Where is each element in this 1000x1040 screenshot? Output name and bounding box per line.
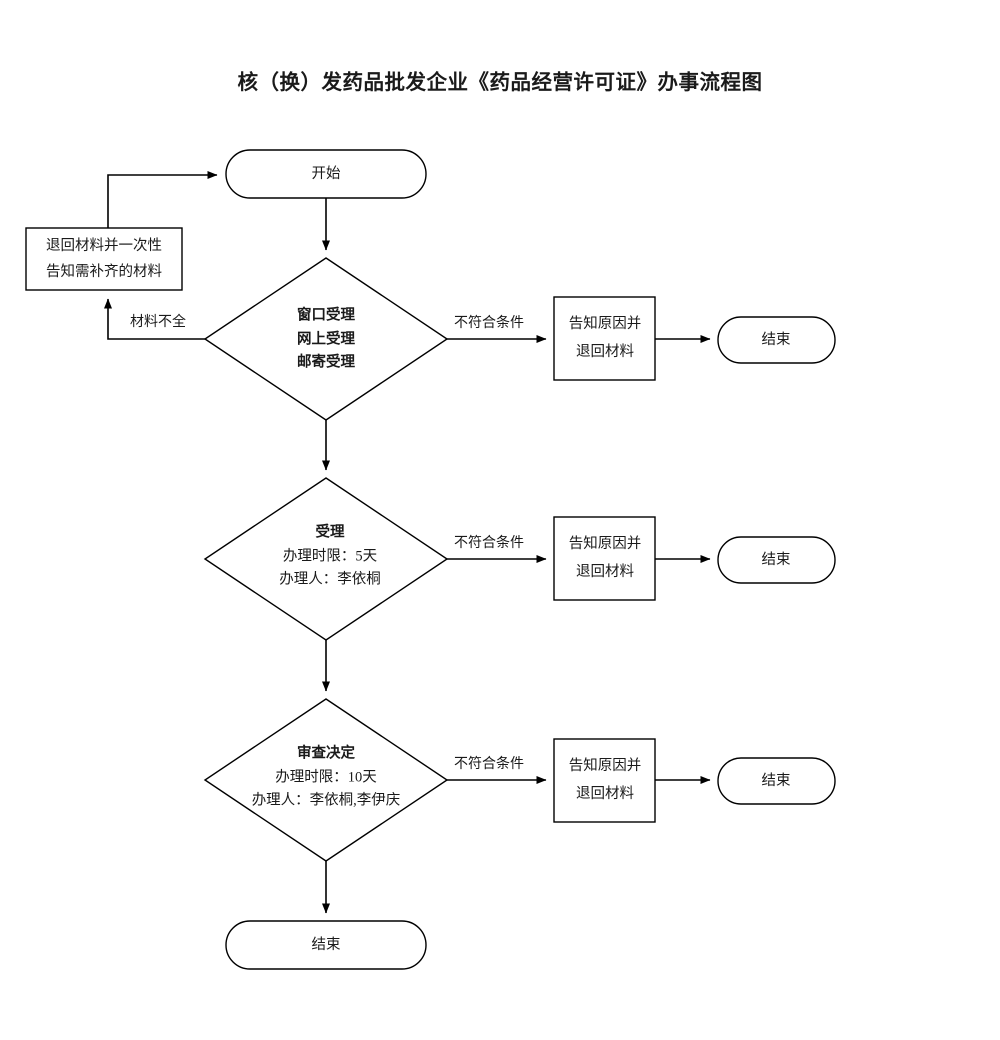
notify-box-3-line-1: 告知原因并 — [568, 758, 642, 774]
notify-box-1-line-1: 告知原因并 — [568, 316, 642, 332]
notify-box-3-shape — [553, 738, 656, 823]
notify-box-2-line-2: 退回材料 — [576, 563, 634, 580]
edge-label-not-qualified-2: 不符合条件 — [454, 536, 524, 551]
notify-box-1-label: 告知原因并 退回材料 — [569, 317, 642, 359]
notify-box-3-label: 告知原因并 退回材料 — [569, 759, 642, 801]
start-node-label: 开始 — [312, 167, 341, 182]
end-node-3-label-text: 结束 — [761, 772, 791, 789]
edge-return-box-to-start — [107, 171, 218, 228]
edge-label-not-qualified-1: 不符合条件 — [454, 316, 524, 331]
end-node-2-label-text: 结束 — [761, 551, 791, 568]
edge-label-incomplete-materials: 材料不全 — [130, 315, 186, 330]
edge-incomplete-materials-to-return-box — [104, 298, 205, 340]
end-node-3-label: 结束 — [762, 774, 791, 789]
notify-box-2-shape — [553, 516, 656, 601]
notify-box-3-line-2: 退回材料 — [576, 785, 634, 802]
start-node-label-text: 开始 — [311, 165, 341, 182]
decision-review-line-1: 办理时限：10天 — [275, 768, 377, 785]
decision-accept-label: 窗口受理 网上受理 邮寄受理 — [297, 308, 355, 370]
return-materials-line-1: 退回材料并一次性 — [46, 238, 162, 254]
notify-box-1-line-2: 退回材料 — [576, 343, 634, 360]
return-materials-node-label: 退回材料并一次性 告知需补齐的材料 — [46, 239, 162, 279]
decision-shouli-line-1: 办理时限：5天 — [282, 547, 378, 564]
return-materials-node-shape — [25, 227, 183, 291]
decision-shouli-line-2: 办理人：李依桐 — [279, 571, 381, 588]
page-title: 核（换）发药品批发企业《药品经营许可证》办事流程图 — [237, 72, 763, 94]
decision-shouli-heading: 受理 — [315, 524, 345, 541]
decision-accept-line-2: 网上受理 — [297, 330, 355, 347]
decision-accept-line-1: 窗口受理 — [297, 307, 355, 324]
end-node-final-shape — [225, 920, 427, 970]
decision-shouli-label: 受理 办理时限：5天 办理人：李依桐 — [279, 525, 381, 587]
end-node-2-label: 结束 — [762, 553, 791, 568]
end-node-2-shape — [717, 536, 836, 584]
edge-label-not-qualified-3: 不符合条件 — [454, 757, 524, 772]
decision-review-heading: 审查决定 — [297, 745, 355, 762]
end-node-final-label: 结束 — [312, 938, 341, 953]
notify-box-2-line-1: 告知原因并 — [568, 536, 642, 552]
end-node-1-label-text: 结束 — [761, 331, 791, 348]
end-node-3-shape — [717, 757, 836, 805]
decision-review-label: 审查决定 办理时限：10天 办理人：李依桐,李伊庆 — [252, 746, 401, 808]
decision-accept-line-3: 邮寄受理 — [297, 354, 355, 371]
end-node-final-label-text: 结束 — [311, 936, 341, 953]
decision-review-line-2: 办理人：李依桐,李伊庆 — [251, 792, 401, 809]
end-node-1-shape — [717, 316, 836, 364]
return-materials-line-2: 告知需补齐的材料 — [46, 263, 162, 280]
notify-box-2-label: 告知原因并 退回材料 — [569, 537, 642, 579]
end-node-1-label: 结束 — [762, 333, 791, 348]
notify-box-1-shape — [553, 296, 656, 381]
